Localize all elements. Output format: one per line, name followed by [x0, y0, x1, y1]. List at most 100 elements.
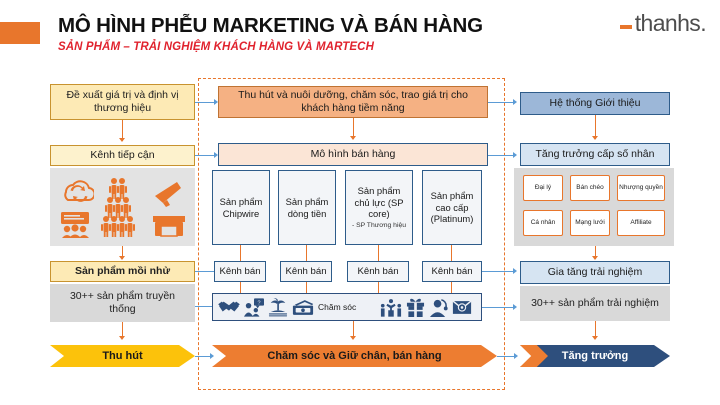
care-retention-arrow-banner[interactable]: Chăm sóc và Giữ chân, bán hàng: [212, 345, 497, 367]
logo-dash-icon: [619, 24, 632, 29]
product-box[interactable]: Sản phẩm cao cấp (Platinum): [422, 170, 482, 245]
cloud-and-presentation-icons: [60, 180, 94, 238]
connector-leadmagnet-to-channel: [195, 271, 215, 272]
growth-arrow-label: Tăng trưởng: [561, 350, 629, 362]
sales-channel-label: Kênh bán: [357, 265, 399, 277]
podium-winner-icon: [381, 298, 402, 317]
connector-banner-down: [353, 118, 354, 139]
growth-arrow-banner[interactable]: Tăng trưởng: [520, 345, 670, 367]
product-box[interactable]: Sản phẩm chủ lực (SP core) - SP Thương h…: [345, 170, 413, 245]
referral-channel-box[interactable]: Affiliate: [617, 210, 665, 236]
experience-increase-box[interactable]: Gia tăng trải nghiệm: [520, 261, 670, 284]
connector-arrow-care-growth: [514, 353, 518, 359]
referral-channel-label: Đại lý: [534, 184, 552, 192]
megaphone-and-store-icons: [153, 182, 186, 237]
connector-channel-down: [378, 282, 379, 293]
sales-model-box[interactable]: Mô hình bán hàng: [218, 143, 488, 166]
experience-increase-label: Gia tăng trải nghiệm: [547, 266, 643, 279]
channel-access-box[interactable]: Kênh tiếp cận: [50, 145, 195, 166]
sales-channel-label: Kênh bán: [219, 265, 261, 277]
referral-channel-label: Affiliate: [630, 219, 652, 227]
product-name: Sản phẩm dòng tiền: [285, 196, 329, 219]
header-accent-bar: [0, 22, 40, 44]
sales-channel-box[interactable]: Kênh bán: [422, 261, 482, 282]
connector-arrow-referral-down: [592, 136, 598, 140]
connector-arrow-valueprop: [214, 99, 218, 105]
experience-products-box[interactable]: 30++ sản phẩm trải nghiệm: [520, 286, 670, 321]
referral-channel-box[interactable]: Nhượng quyền: [617, 175, 665, 201]
referral-system-label: Hệ thống Giới thiệu: [549, 97, 641, 110]
value-proposition-box[interactable]: Đề xuất giá trị và định vị thương hiệu: [50, 84, 195, 120]
product-box[interactable]: Sản phẩm Chipwire: [212, 170, 270, 245]
handshake-icon: [218, 301, 240, 312]
connector-arrow-channelaccess: [214, 152, 218, 158]
experience-products-label: 30++ sản phẩm trải nghiệm: [531, 297, 659, 310]
channel-access-label: Kênh tiếp cận: [90, 149, 155, 162]
connector-channelaccess-to-salesmodel: [195, 155, 215, 156]
attract-arrow-label: Thu hút: [102, 350, 143, 362]
sales-channel-box[interactable]: Kênh bán: [280, 261, 332, 282]
sales-model-label: Mô hình bán hàng: [310, 148, 396, 161]
connector-valueprop-down: [122, 120, 123, 141]
connector-attract-to-care-arrow: [195, 356, 211, 357]
referral-channel-label: Bán chéo: [576, 184, 604, 192]
connector-valueprop-to-banner: [195, 102, 215, 103]
connector-traditional-down: [122, 322, 123, 338]
connector-product-down: [451, 245, 452, 262]
connector-salesmodel-to-growth: [488, 155, 514, 156]
connector-product-down: [378, 245, 379, 262]
connector-referral-down: [595, 115, 596, 139]
connector-iconpanel-down: [122, 246, 123, 259]
sales-channel-box[interactable]: Kênh bán: [347, 261, 409, 282]
connector-arrow-valueprop-down: [119, 138, 125, 142]
attract-arrow-banner[interactable]: Thu hút: [50, 345, 195, 367]
svg-text:?: ?: [257, 300, 260, 306]
attract-nurture-label: Thu hút và nuôi dưỡng, chăm sóc, trao gi…: [238, 89, 468, 114]
referral-channel-box[interactable]: Đại lý: [523, 175, 563, 201]
cash-money-icon: [292, 299, 314, 315]
connector-care-arrow-to-growth-arrow: [497, 356, 515, 357]
connector-arrow-banner-referral: [513, 99, 517, 105]
sales-channel-label: Kênh bán: [285, 265, 327, 277]
connector-arrow-attract: [210, 353, 214, 359]
referral-channel-label: Nhượng quyền: [619, 184, 663, 192]
connector-arrow-banner-down: [350, 136, 356, 140]
connector-arrow-traditional-down: [119, 336, 125, 340]
sales-channel-box[interactable]: Kênh bán: [214, 261, 266, 282]
attract-nurture-banner[interactable]: Thu hút và nuôi dưỡng, chăm sóc, trao gi…: [218, 86, 488, 118]
connector-channel-down: [451, 282, 452, 293]
product-box[interactable]: Sản phẩm dòng tiền: [278, 170, 336, 245]
lead-magnet-box[interactable]: Sản phẩm mồi nhử: [50, 261, 195, 282]
referral-channel-box[interactable]: Cá nhân: [523, 210, 563, 236]
lead-magnet-label: Sản phẩm mồi nhử: [74, 265, 171, 278]
connector-channel-down: [306, 282, 307, 293]
gift-icon: [407, 298, 425, 317]
referral-system-box[interactable]: Hệ thống Giới thiệu: [520, 92, 670, 115]
logo-wordmark: thanhs.: [634, 10, 707, 36]
page-subtitle: SẢN PHẨM – TRẢI NGHIỆM KHÁCH HÀNG VÀ MAR…: [58, 41, 374, 53]
product-name: Sản phẩm chủ lực (SP core): [354, 185, 404, 220]
connector-banner-to-referral: [488, 102, 514, 103]
people-pyramid-icon: [101, 178, 136, 237]
referral-channel-label: Mạng lưới: [575, 219, 605, 227]
people-question-icon: ?: [244, 297, 264, 317]
connector-arrow-iconpanel-down: [119, 256, 125, 260]
referral-channel-box[interactable]: Mạng lưới: [570, 210, 610, 236]
growth-arrow-chevron-accent: [520, 345, 548, 367]
island-palm-icon: [268, 297, 288, 316]
value-proposition-label: Đề xuất giá trị và định vị thương hiệu: [66, 89, 179, 114]
exponential-growth-label: Tăng trưởng cấp số nhân: [535, 148, 655, 161]
traditional-products-label: 30++ sản phẩm truyền thống: [69, 290, 176, 315]
connector-arrow-experience-down: [592, 336, 598, 340]
product-name: Sản phẩm cao cấp (Platinum): [430, 190, 474, 225]
traditional-products-box[interactable]: 30++ sản phẩm truyền thống: [50, 284, 195, 322]
connector-arrow-channel-exp: [513, 268, 517, 274]
connector-product-down: [240, 245, 241, 262]
brand-logo: thanhs.: [619, 10, 707, 36]
referral-channel-label: Cá nhân: [530, 219, 556, 227]
referral-channel-box[interactable]: Bán chéo: [570, 175, 610, 201]
customer-care-strip[interactable]: ? Chăm sóc: [212, 293, 482, 321]
connector-experience-down: [595, 321, 596, 338]
exponential-growth-box[interactable]: Tăng trưởng cấp số nhân: [520, 143, 670, 166]
connector-traditional-to-care: [195, 306, 215, 307]
